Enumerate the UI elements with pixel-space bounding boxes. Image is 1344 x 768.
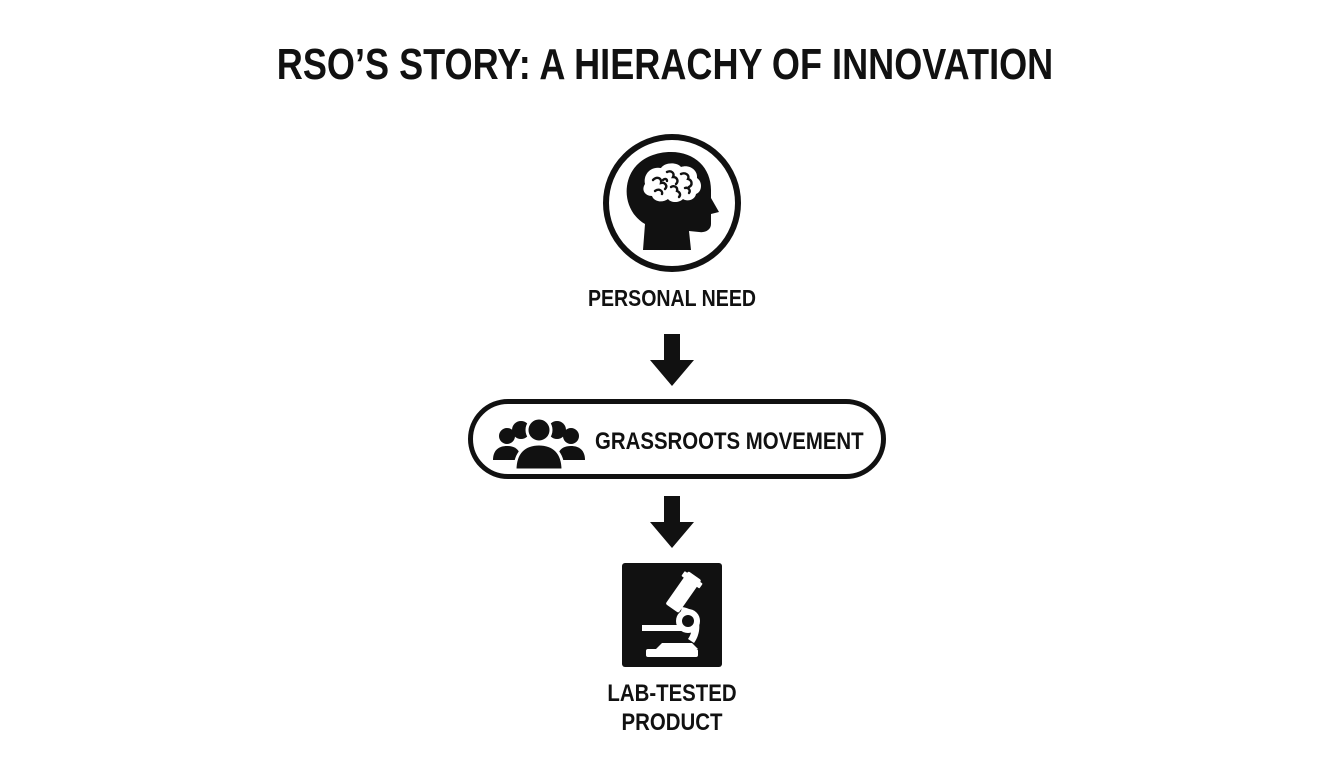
grassroots-movement-node: GRASSROOTS MOVEMENT bbox=[468, 399, 886, 479]
group-people-icon bbox=[493, 416, 585, 470]
lab-tested-product-node bbox=[622, 563, 722, 667]
microscope-icon bbox=[642, 571, 703, 657]
node-label-lab-tested: LAB-TESTED PRODUCT bbox=[545, 679, 800, 737]
node-label-lab-tested-line1: LAB-TESTED bbox=[607, 680, 737, 707]
arrow-down-icon bbox=[650, 496, 694, 548]
node-label-grassroots: GRASSROOTS MOVEMENT bbox=[595, 428, 864, 455]
head-brain-icon bbox=[603, 134, 741, 272]
node-label-lab-tested-line2: PRODUCT bbox=[621, 709, 723, 736]
arrow-down-icon bbox=[650, 334, 694, 386]
diagram-title: RSO’S STORY: A HIERACHY OF INNOVATION bbox=[276, 40, 1054, 89]
node-label-personal-need: PERSONAL NEED bbox=[587, 285, 757, 311]
